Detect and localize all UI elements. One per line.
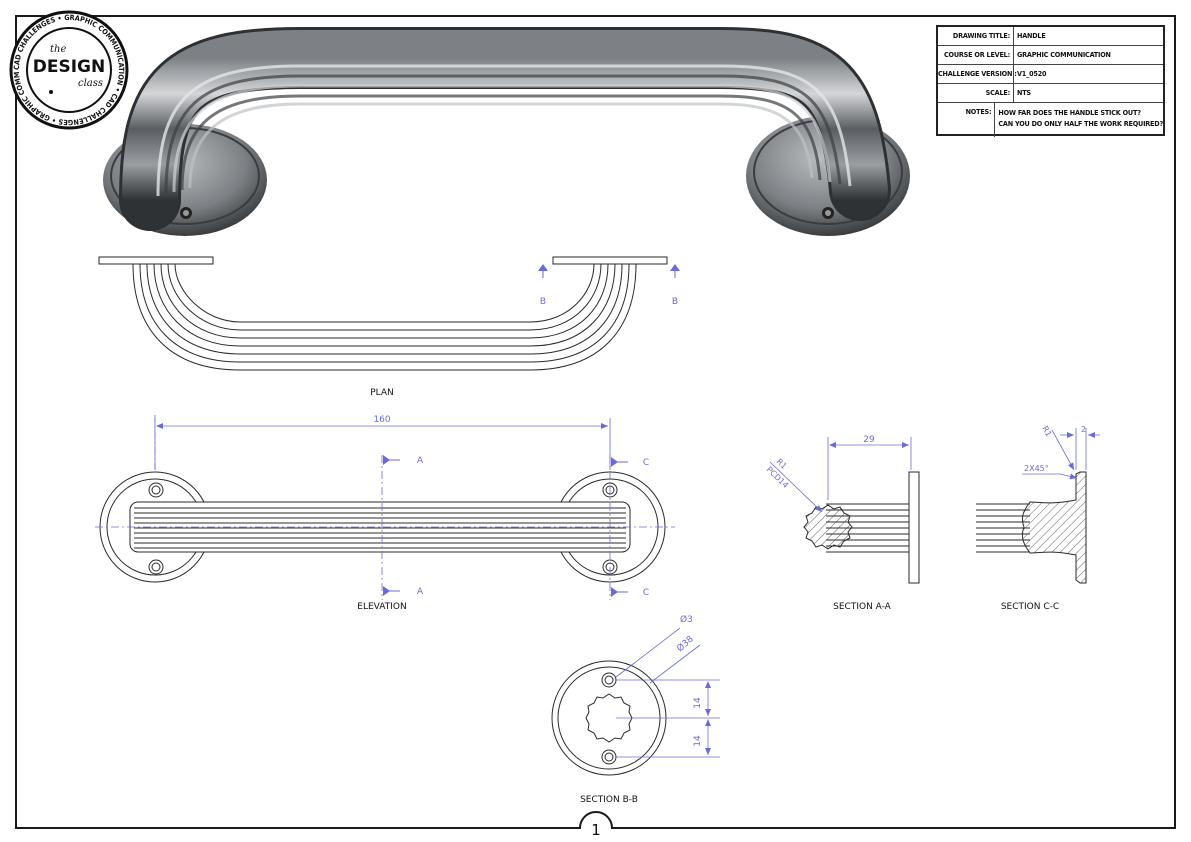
page-number: 1 xyxy=(591,821,601,839)
dim-hole-offset-top: 14 xyxy=(693,697,703,709)
section-cc-dimensions xyxy=(1022,428,1100,480)
section-mark-a-top: A xyxy=(417,456,424,466)
version-row: CHALLENGE VERSION : V1_0520 xyxy=(938,65,1163,84)
sheet-border xyxy=(15,15,1176,829)
drawing-title-label: DRAWING TITLE: xyxy=(938,27,1014,45)
notes-line-1: HOW FAR DOES THE HANDLE STICK OUT? xyxy=(998,108,1141,117)
plan-view xyxy=(98,256,668,371)
section-aa-label: SECTION A-A xyxy=(833,602,892,612)
notes-value: HOW FAR DOES THE HANDLE STICK OUT? CAN Y… xyxy=(995,103,1163,137)
dim-flange-dia: Ø38 xyxy=(675,633,696,654)
section-line-b xyxy=(538,264,680,278)
dim-flange-thickness: 2 xyxy=(1081,425,1086,434)
title-row: DRAWING TITLE: HANDLE xyxy=(938,27,1163,46)
logo-line1: the xyxy=(50,44,66,55)
section-mark-a-bottom: A xyxy=(417,587,424,597)
notes-line-2: CAN YOU DO ONLY HALF THE WORK REQUIRED? xyxy=(998,119,1163,128)
dim-chamfer: 2X45° xyxy=(1024,464,1049,473)
section-aa-view xyxy=(803,471,920,584)
section-line-a-c xyxy=(383,455,628,597)
section-aa-dimensions xyxy=(769,437,912,513)
notes-row: NOTES: HOW FAR DOES THE HANDLE STICK OUT… xyxy=(938,103,1163,137)
plan-label: PLAN xyxy=(370,388,394,398)
notes-label: NOTES: xyxy=(938,103,996,137)
course-value: GRAPHIC COMMUNICATION xyxy=(1017,50,1111,59)
scale-label: SCALE: xyxy=(938,84,1014,102)
dim-radius-cc: R1 xyxy=(1040,425,1053,439)
dim-hole-offset-bottom: 14 xyxy=(693,735,703,747)
section-cc-view xyxy=(976,471,1087,584)
design-class-logo: CAD CHALLENGES • GRAPHIC COMMUNICATION •… xyxy=(0,0,129,130)
title-block: DRAWING TITLE: HANDLE COURSE OR LEVEL: G… xyxy=(936,25,1165,137)
logo-main: DESIGN xyxy=(33,57,105,77)
course-label: COURSE OR LEVEL: xyxy=(938,46,1014,64)
section-bb-view xyxy=(551,660,667,776)
scale-value: NTS xyxy=(1017,88,1031,97)
section-cc-label: SECTION C-C xyxy=(1001,602,1059,612)
dim-hole-dia: Ø3 xyxy=(680,614,693,625)
section-bb-label: SECTION B-B xyxy=(580,795,638,805)
section-mark-b-right: B xyxy=(672,297,678,307)
elevation-dimension xyxy=(154,418,611,470)
section-mark-b-left: B xyxy=(540,297,546,307)
dim-overall-length: 160 xyxy=(373,415,390,425)
section-bb-dimensions xyxy=(615,627,720,758)
dim-stand-off: 29 xyxy=(863,435,875,445)
scale-row: SCALE: NTS xyxy=(938,84,1163,103)
version-value: V1_0520 xyxy=(1017,69,1047,78)
section-mark-c-bottom: C xyxy=(643,588,649,598)
logo-line3: class xyxy=(78,78,103,89)
course-row: COURSE OR LEVEL: GRAPHIC COMMUNICATION xyxy=(938,46,1163,65)
elevation-label: ELEVATION xyxy=(357,602,406,612)
drawing-title-value: HANDLE xyxy=(1017,31,1046,40)
section-mark-c-top: C xyxy=(643,458,649,468)
version-label: CHALLENGE VERSION : xyxy=(938,65,1017,83)
handle-render xyxy=(103,26,910,236)
